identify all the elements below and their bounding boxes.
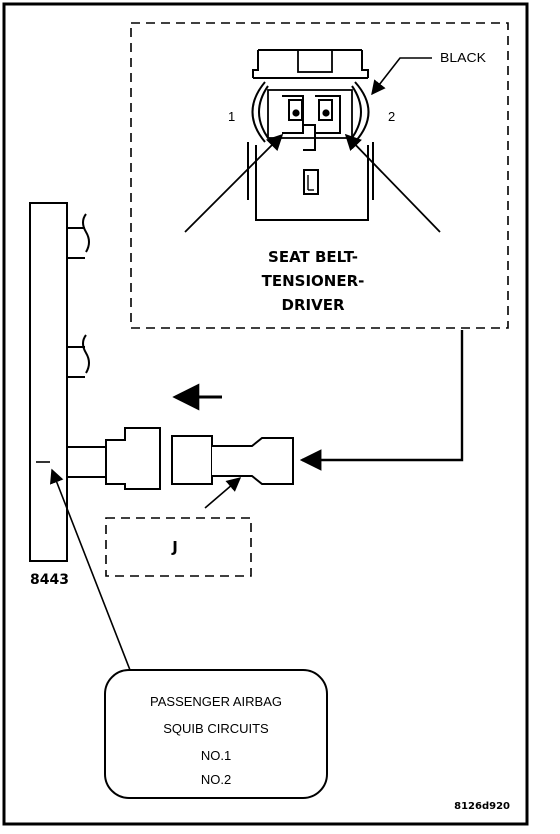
black-label: BLACK — [440, 50, 486, 65]
seat-belt-label-line2: TENSIONER- — [262, 272, 365, 290]
airbag-line3: NO.1 — [201, 748, 231, 763]
black-leader-line — [371, 57, 432, 96]
connector-j-box — [105, 517, 252, 577]
module-id-label: 8443 — [30, 572, 69, 588]
pin1-arrow — [184, 133, 284, 233]
connector-j-label: J — [171, 538, 178, 556]
figure-id-label: 8126d920 — [454, 801, 510, 812]
pin-2-label: 2 — [388, 109, 395, 124]
seat-belt-label-line3: DRIVER — [282, 296, 345, 314]
left-connector-half — [105, 427, 161, 490]
connector-j-arrow — [204, 477, 242, 509]
pin2-arrow — [344, 133, 441, 233]
pin-1-label: 1 — [228, 109, 235, 124]
airbag-line2: SQUIB CIRCUITS — [163, 721, 269, 736]
connector-detail-box — [130, 22, 509, 329]
connector-pigtail — [212, 437, 294, 485]
module-stub-bottom — [67, 334, 90, 378]
airbag-line4: NO.2 — [201, 772, 231, 787]
seat-belt-label-line1: SEAT BELT- — [268, 248, 358, 266]
module-harness — [67, 446, 106, 478]
connector-callout-line — [299, 330, 464, 471]
module-8443 — [29, 202, 68, 562]
airbag-line1: PASSENGER AIRBAG — [150, 694, 282, 709]
tensioner-connector-face — [247, 49, 374, 221]
module-stub-top — [67, 213, 90, 259]
right-connector-half — [171, 435, 213, 485]
airbag-callout-box — [104, 669, 328, 799]
airbag-leader-line — [50, 468, 131, 671]
outer-frame — [2, 2, 529, 826]
